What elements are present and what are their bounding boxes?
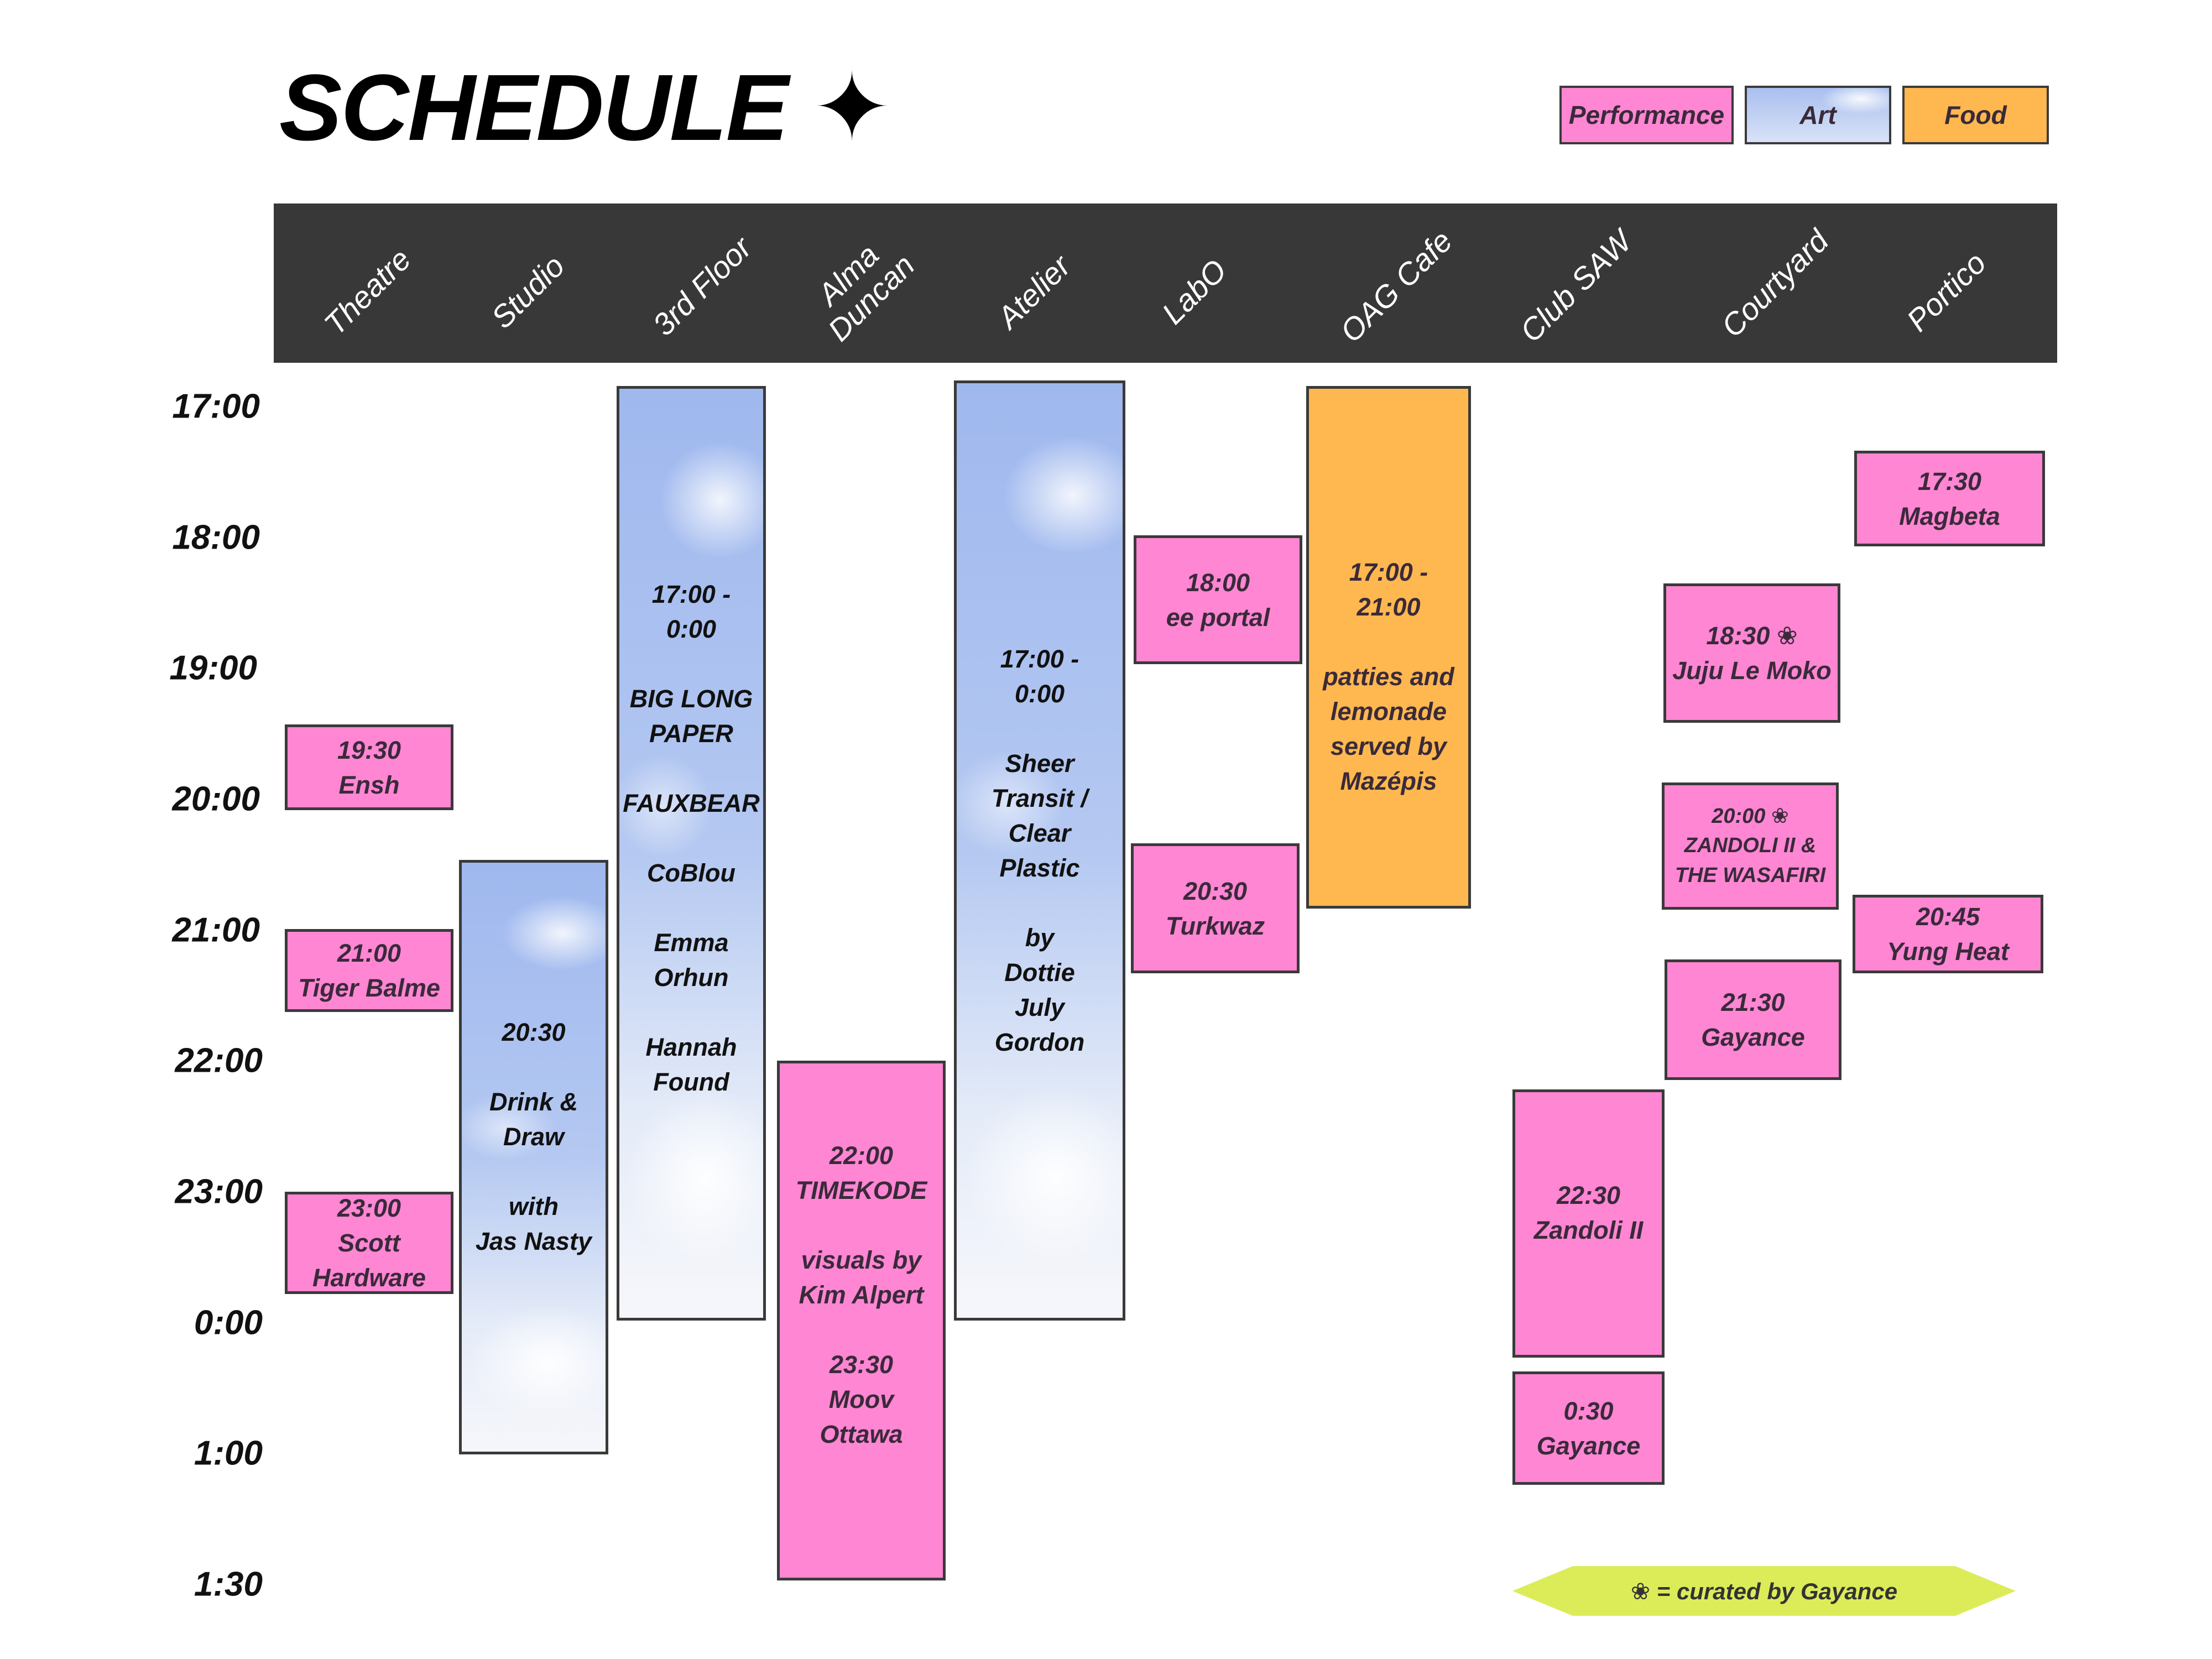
time-label: 1:30 xyxy=(194,1565,263,1604)
time-label: 19:00 xyxy=(169,649,257,687)
venue-oag-cafe: OAG Cafe xyxy=(1333,223,1459,349)
event-big-long-paper[interactable]: 17:00 - 0:00 BIG LONG PAPER FAUXBEAR CoB… xyxy=(617,386,766,1321)
schedule-title: SCHEDULE ✦ xyxy=(279,55,891,160)
time-label: 23:00 xyxy=(175,1172,263,1211)
event-patties-and-lemonade[interactable]: 17:00 - 21:00 patties and lemonade serve… xyxy=(1306,386,1471,909)
event-gayance[interactable]: 21:30 Gayance xyxy=(1665,959,1841,1080)
time-label: 21:00 xyxy=(172,911,260,950)
event-turkwaz[interactable]: 20:30 Turkwaz xyxy=(1131,843,1300,973)
curated-note: ❀ = curated by Gayance xyxy=(1512,1566,2016,1616)
event-scott-hardware[interactable]: 23:00 Scott Hardware xyxy=(285,1192,453,1294)
time-label: 20:00 xyxy=(172,780,260,818)
event-magbeta[interactable]: 17:30 Magbeta xyxy=(1854,451,2045,546)
time-label: 0:00 xyxy=(194,1303,263,1342)
venue-atelier: Atelier xyxy=(990,248,1077,335)
event-ensh[interactable]: 19:30 Ensh xyxy=(285,724,453,810)
event-juju-le-moko[interactable]: 18:30 ❀ Juju Le Moko xyxy=(1663,583,1840,723)
legend-food: Food xyxy=(1902,86,2049,144)
time-label: 1:00 xyxy=(194,1434,263,1473)
time-label: 17:00 xyxy=(172,387,260,426)
event-zandoli-ii[interactable]: 22:30 Zandoli II xyxy=(1512,1089,1665,1358)
time-label: 22:00 xyxy=(175,1041,263,1080)
event-zandoli-wasafiri[interactable]: 20:00 ❀ ZANDOLI II & THE WASAFIRI xyxy=(1662,782,1839,910)
venue-theatre: Theatre xyxy=(317,241,418,342)
event-gayance-late[interactable]: 0:30 Gayance xyxy=(1512,1371,1665,1485)
venue-header-bar: Theatre Studio 3rd Floor Alma Duncan Ate… xyxy=(274,204,2057,363)
legend-performance: Performance xyxy=(1559,86,1734,144)
event-tiger-balme[interactable]: 21:00 Tiger Balme xyxy=(285,929,453,1012)
event-ee-portal[interactable]: 18:00 ee portal xyxy=(1134,535,1302,664)
event-timekode[interactable]: 22:00 TIMEKODE visuals by Kim Alpert 23:… xyxy=(777,1061,946,1580)
event-drink-and-draw[interactable]: 20:30 Drink & Draw with Jas Nasty xyxy=(459,860,608,1454)
venue-studio: Studio xyxy=(484,248,571,335)
venue-club-saw: Club SAW xyxy=(1513,223,1639,349)
event-yung-heat[interactable]: 20:45 Yung Heat xyxy=(1853,895,2043,973)
legend-art: Art xyxy=(1745,86,1891,144)
venue-3rd-floor: 3rd Floor xyxy=(645,229,758,342)
venue-alma-duncan: Alma Duncan xyxy=(811,237,921,348)
venue-labo: LabO xyxy=(1155,252,1234,331)
venue-portico: Portico xyxy=(1900,245,1993,338)
event-sheer-transit[interactable]: 17:00 - 0:00 Sheer Transit / Clear Plast… xyxy=(954,380,1125,1321)
venue-courtyard: Courtyard xyxy=(1714,223,1835,344)
time-label: 18:00 xyxy=(172,518,260,557)
